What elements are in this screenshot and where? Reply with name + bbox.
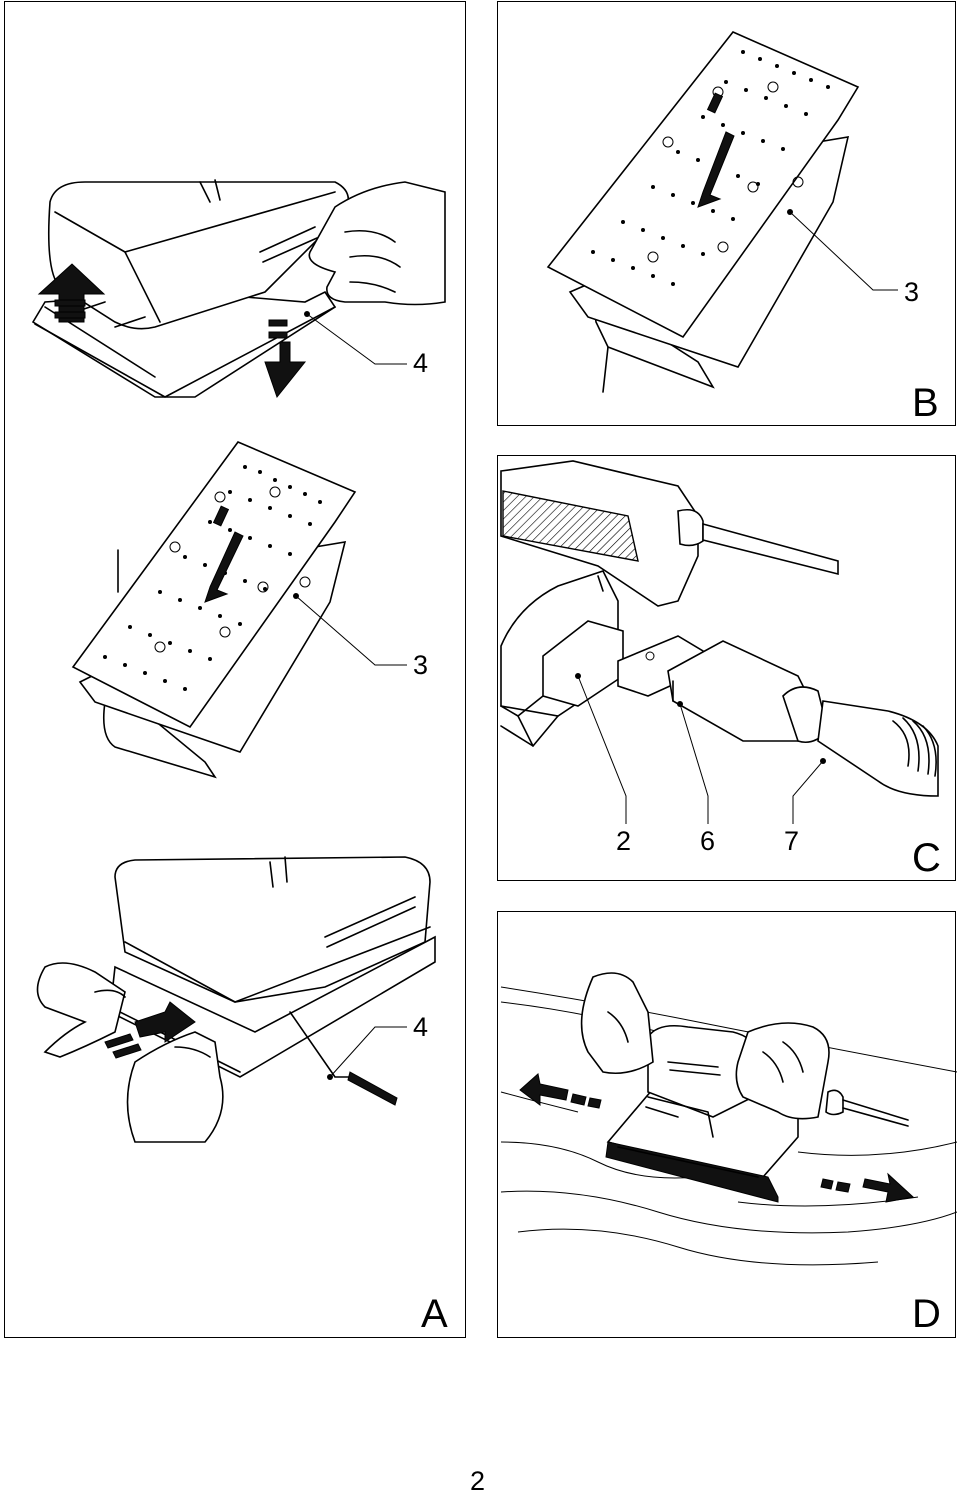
sandpaper-sheet-figure	[71, 441, 407, 779]
callout-number: 3	[413, 650, 429, 680]
panel-letter: B	[912, 381, 939, 425]
callout-number: 6	[700, 826, 716, 856]
callout-number: 7	[784, 826, 800, 856]
panel-letter: C	[912, 836, 941, 880]
panel-d: D	[497, 911, 957, 1338]
sander-clamp-open-figure	[31, 179, 446, 399]
page-number: 2	[470, 1466, 486, 1496]
panel-a: 4 3 4 A	[4, 1, 466, 1338]
callout-number: 4	[413, 1012, 429, 1042]
panel-c: 2 6 7 C	[497, 455, 956, 881]
panel-b-illustration	[546, 31, 898, 393]
callout-number: 4	[413, 348, 429, 378]
callout-number: 2	[616, 826, 632, 856]
panel-letter: A	[421, 1292, 448, 1336]
callout-number: 3	[904, 277, 920, 307]
panel-d-illustration	[500, 972, 957, 1266]
panel-a-illustration	[31, 179, 446, 1143]
sander-second-clamp-figure	[36, 856, 436, 1143]
panel-letter: D	[912, 1292, 941, 1336]
panel-b: 3 B	[497, 1, 956, 426]
panel-c-illustration	[500, 460, 939, 824]
